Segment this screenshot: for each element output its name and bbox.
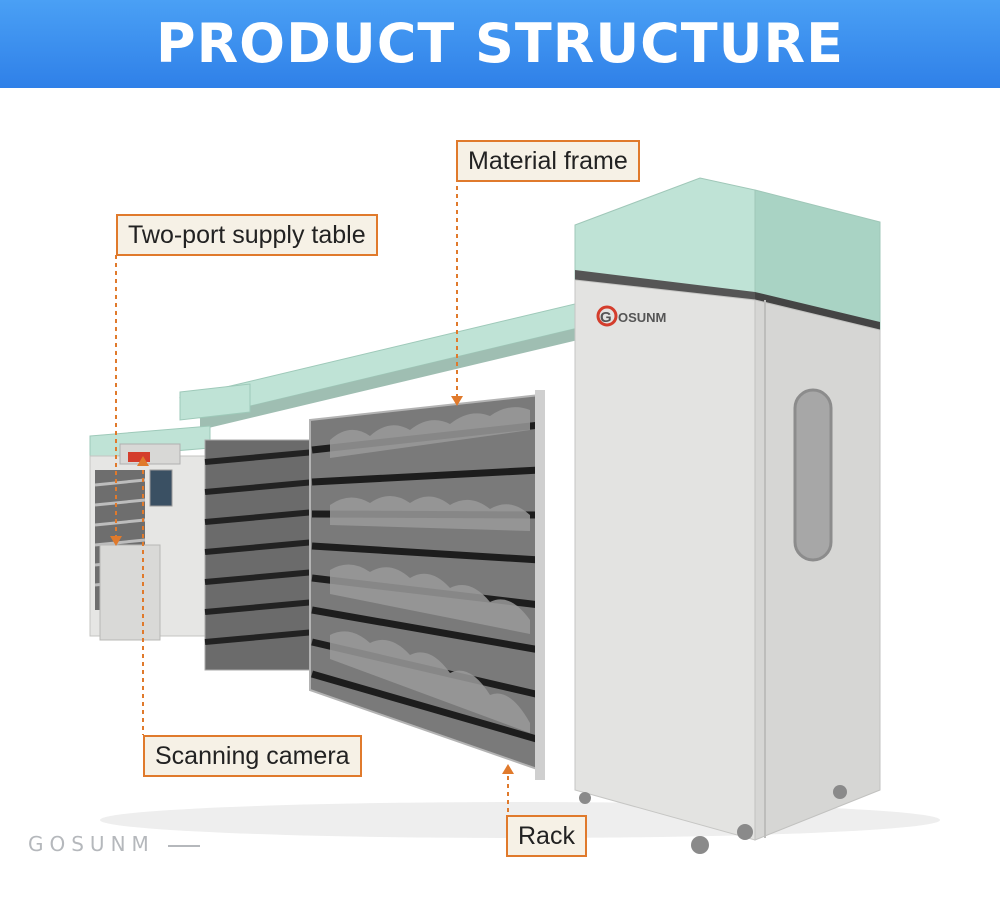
callout-supply-table: Two-port supply table xyxy=(116,214,378,256)
cabinet-unit xyxy=(574,177,881,854)
arrow-up-icon xyxy=(502,764,514,774)
logo-letter: G xyxy=(600,309,612,326)
product-illustration: G OSUNM xyxy=(89,177,940,854)
arrow-down-icon xyxy=(451,396,463,406)
watermark-divider xyxy=(168,845,200,847)
arrow-up-icon xyxy=(137,456,149,466)
header-banner: PRODUCT STRUCTURE xyxy=(0,0,1000,88)
supply-table-unit xyxy=(89,425,211,641)
logo-text: OSUNM xyxy=(618,310,666,325)
callout-scanning-camera: Scanning camera xyxy=(143,735,362,777)
arrow-down-icon xyxy=(110,536,122,546)
brand-logo: G OSUNM xyxy=(596,305,666,327)
callout-material-frame: Material frame xyxy=(456,140,640,182)
page-title: PRODUCT STRUCTURE xyxy=(156,12,844,75)
leader-lines xyxy=(115,178,509,815)
callout-rack: Rack xyxy=(506,815,587,857)
brand-watermark: GOSUNM xyxy=(28,832,155,856)
rack xyxy=(204,390,545,780)
